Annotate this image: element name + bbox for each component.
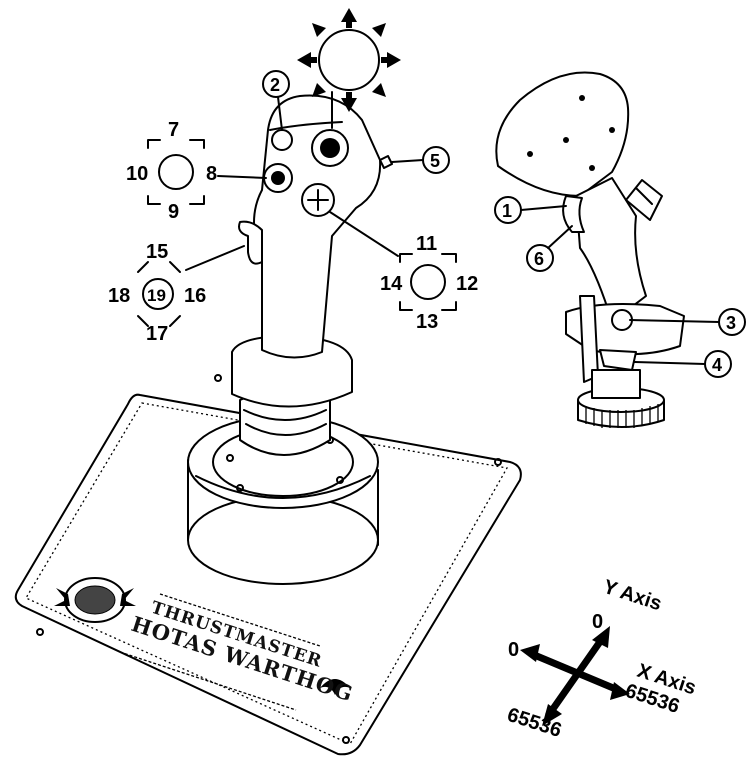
- callout-4: 4: [634, 351, 731, 377]
- right-hat-up-label: 11: [416, 233, 437, 255]
- right-hat-left-label: 14: [380, 273, 403, 295]
- axis-diagram: Y Axis 0 X Axis 0 65536 65536: [504, 576, 698, 742]
- callout-1: 1: [495, 197, 566, 223]
- thumb-hat-diagram: 15 18 19 16 17: [108, 241, 244, 345]
- y-axis-label: Y Axis: [600, 576, 664, 615]
- x-axis-left-value: 0: [508, 639, 519, 661]
- y-axis-top-value: 0: [592, 611, 603, 633]
- button-5-icon: [380, 156, 392, 168]
- right-hat-right-label: 12: [456, 273, 478, 295]
- left-hat-left-label: 10: [126, 163, 148, 185]
- thumb-hat-left-label: 18: [108, 285, 130, 307]
- stick-grip: [239, 96, 380, 358]
- left-hat-up-label: 7: [168, 119, 179, 141]
- thumb-hat-right-label: 16: [184, 285, 206, 307]
- thumb-hat-down-label: 17: [146, 323, 168, 345]
- side-view-stick: [496, 72, 684, 428]
- svg-text:6: 6: [534, 249, 544, 269]
- thumb-hat-center-label: 19: [147, 286, 166, 305]
- thrustmaster-emblem: [54, 578, 136, 622]
- button-2-icon: [272, 130, 292, 150]
- svg-text:5: 5: [430, 151, 440, 171]
- callout-6: 6: [527, 226, 572, 271]
- thumb-hat-up-label: 15: [146, 241, 168, 263]
- svg-text:3: 3: [726, 313, 736, 333]
- left-hat-down-label: 9: [168, 201, 179, 223]
- svg-text:4: 4: [712, 355, 722, 375]
- right-hat-diagram: 11 14 12 13: [330, 212, 478, 333]
- right-hat-down-label: 13: [416, 311, 438, 333]
- svg-text:1: 1: [502, 201, 512, 221]
- callout-5: 5: [392, 147, 449, 173]
- svg-text:2: 2: [270, 75, 280, 95]
- left-hat-diagram: 7 10 8 9: [126, 119, 266, 223]
- left-hat-right-label: 8: [206, 163, 217, 185]
